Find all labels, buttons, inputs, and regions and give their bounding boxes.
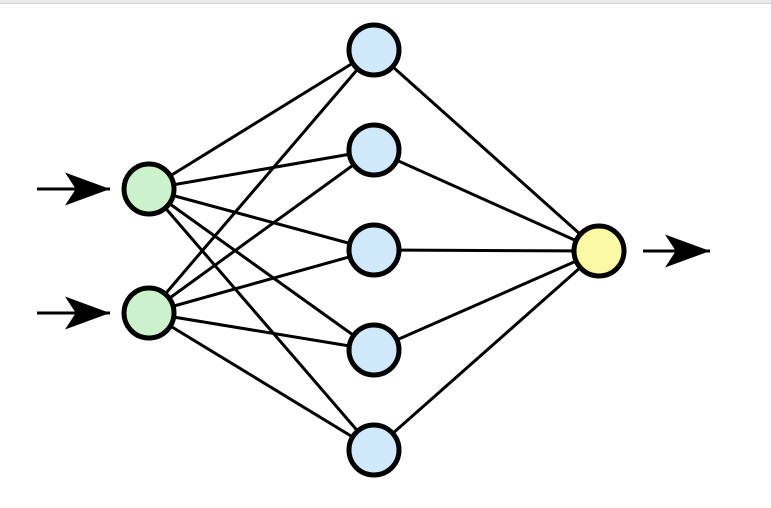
hidden-node-2 [346,122,402,178]
output-node [571,223,627,279]
edge-h5-out1 [373,249,600,452]
edge-in1-h5 [147,188,376,451]
edge-in2-h3 [148,248,375,315]
nodes-layer [121,22,627,478]
input-node-2 [121,285,177,341]
input-node-1 [121,161,177,217]
hidden-node-1 [346,22,402,78]
edge-h3-out1 [373,248,600,253]
edge-in2-h1 [147,49,376,314]
edge-in1-h4 [148,187,375,352]
hidden-node-4 [346,322,402,378]
edge-in1-h2 [148,148,375,191]
edge-h4-out1 [373,249,600,352]
hidden-node-5 [346,422,402,478]
edges-layer [147,48,600,452]
edge-in1-h1 [148,48,375,191]
top-border-bar [0,0,771,4]
edge-h1-out1 [373,48,600,253]
edge-in2-h2 [148,148,375,315]
edge-h2-out1 [373,148,600,253]
arrows-layer [37,172,710,330]
edge-in1-h3 [148,187,375,252]
edge-in2-h5 [148,311,375,452]
hidden-node-3 [346,222,402,278]
edge-in2-h4 [148,311,375,352]
